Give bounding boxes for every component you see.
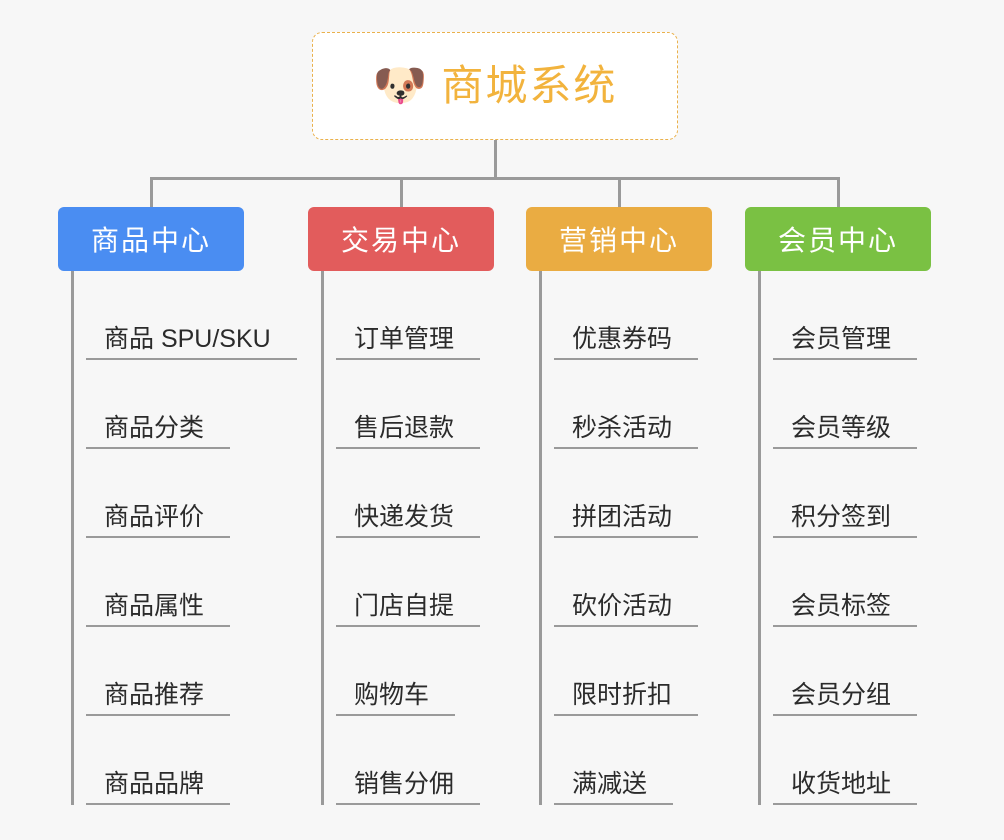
list-item[interactable]: 商品推荐: [74, 627, 298, 716]
list-item[interactable]: 积分签到: [761, 449, 955, 538]
leaf-label: 购物车: [336, 681, 456, 716]
list-item[interactable]: 收货地址: [761, 716, 955, 805]
leaf-label: 会员等级: [773, 414, 918, 449]
branch-column-4: 会员中心 会员管理 会员等级 积分签到 会员标签 会员分组 收货地址: [745, 207, 955, 805]
leaf-label: 订单管理: [336, 325, 481, 360]
leaf-label: 砍价活动: [554, 592, 699, 627]
list-item[interactable]: 会员标签: [761, 538, 955, 627]
leaf-label: 会员标签: [773, 592, 918, 627]
leaf-label: 门店自提: [336, 592, 481, 627]
list-item[interactable]: 快递发货: [324, 449, 518, 538]
leaf-label: 会员分组: [773, 681, 918, 716]
list-item[interactable]: 秒杀活动: [542, 360, 736, 449]
list-item[interactable]: 商品属性: [74, 538, 298, 627]
connector-drop-column-2: [400, 177, 403, 207]
list-item[interactable]: 砍价活动: [542, 538, 736, 627]
leaf-label: 商品评价: [86, 503, 231, 538]
leaf-label: 售后退款: [336, 414, 481, 449]
leaf-label: 拼团活动: [554, 503, 699, 538]
leaf-label: 商品 SPU/SKU: [86, 325, 297, 360]
list-item[interactable]: 优惠券码: [542, 271, 736, 360]
connector-drop-column-1: [150, 177, 153, 207]
list-item[interactable]: 商品评价: [74, 449, 298, 538]
list-item[interactable]: 售后退款: [324, 360, 518, 449]
list-item[interactable]: 满减送: [542, 716, 736, 805]
leaf-label: 优惠券码: [554, 325, 699, 360]
connector-drop-column-3: [618, 177, 621, 207]
leaf-list-column-2: 订单管理 售后退款 快递发货 门店自提 购物车 销售分佣: [321, 271, 518, 805]
category-header-交易中心[interactable]: 交易中心: [308, 207, 494, 271]
list-item[interactable]: 限时折扣: [542, 627, 736, 716]
list-item[interactable]: 购物车: [324, 627, 518, 716]
leaf-label: 销售分佣: [336, 770, 481, 805]
list-item[interactable]: 商品品牌: [74, 716, 298, 805]
leaf-label: 商品品牌: [86, 770, 231, 805]
root-node-title: 商城系统: [441, 62, 618, 109]
leaf-label: 商品分类: [86, 414, 231, 449]
shiba-dog-face-icon: 🐶: [372, 61, 428, 110]
list-item[interactable]: 拼团活动: [542, 449, 736, 538]
category-header-商品中心[interactable]: 商品中心: [58, 207, 244, 271]
connector-root-stem: [494, 140, 497, 178]
branch-column-3: 营销中心 优惠券码 秒杀活动 拼团活动 砍价活动 限时折扣 满减送: [526, 207, 736, 805]
list-item[interactable]: 会员管理: [761, 271, 955, 360]
list-item[interactable]: 订单管理: [324, 271, 518, 360]
leaf-label: 商品推荐: [86, 681, 231, 716]
leaf-list-column-3: 优惠券码 秒杀活动 拼团活动 砍价活动 限时折扣 满减送: [539, 271, 736, 805]
connector-horizontal-bar: [150, 177, 840, 180]
leaf-label: 快递发货: [336, 503, 481, 538]
leaf-label: 秒杀活动: [554, 414, 699, 449]
root-node-商城系统[interactable]: 🐶 商城系统: [312, 32, 678, 140]
leaf-label: 限时折扣: [554, 681, 699, 716]
leaf-label: 会员管理: [773, 325, 918, 360]
leaf-label: 收货地址: [773, 770, 918, 805]
list-item[interactable]: 会员分组: [761, 627, 955, 716]
list-item[interactable]: 销售分佣: [324, 716, 518, 805]
list-item[interactable]: 商品 SPU/SKU: [74, 271, 298, 360]
leaf-list-column-1: 商品 SPU/SKU 商品分类 商品评价 商品属性 商品推荐 商品品牌: [71, 271, 298, 805]
branch-column-1: 商品中心 商品 SPU/SKU 商品分类 商品评价 商品属性 商品推荐 商品品牌: [58, 207, 298, 805]
connector-drop-column-4: [837, 177, 840, 207]
leaf-label: 商品属性: [86, 592, 231, 627]
list-item[interactable]: 门店自提: [324, 538, 518, 627]
branch-column-2: 交易中心 订单管理 售后退款 快递发货 门店自提 购物车 销售分佣: [308, 207, 518, 805]
leaf-list-column-4: 会员管理 会员等级 积分签到 会员标签 会员分组 收货地址: [758, 271, 955, 805]
category-header-会员中心[interactable]: 会员中心: [745, 207, 931, 271]
leaf-label: 满减送: [554, 770, 674, 805]
list-item[interactable]: 会员等级: [761, 360, 955, 449]
leaf-label: 积分签到: [773, 503, 918, 538]
category-header-营销中心[interactable]: 营销中心: [526, 207, 712, 271]
list-item[interactable]: 商品分类: [74, 360, 298, 449]
